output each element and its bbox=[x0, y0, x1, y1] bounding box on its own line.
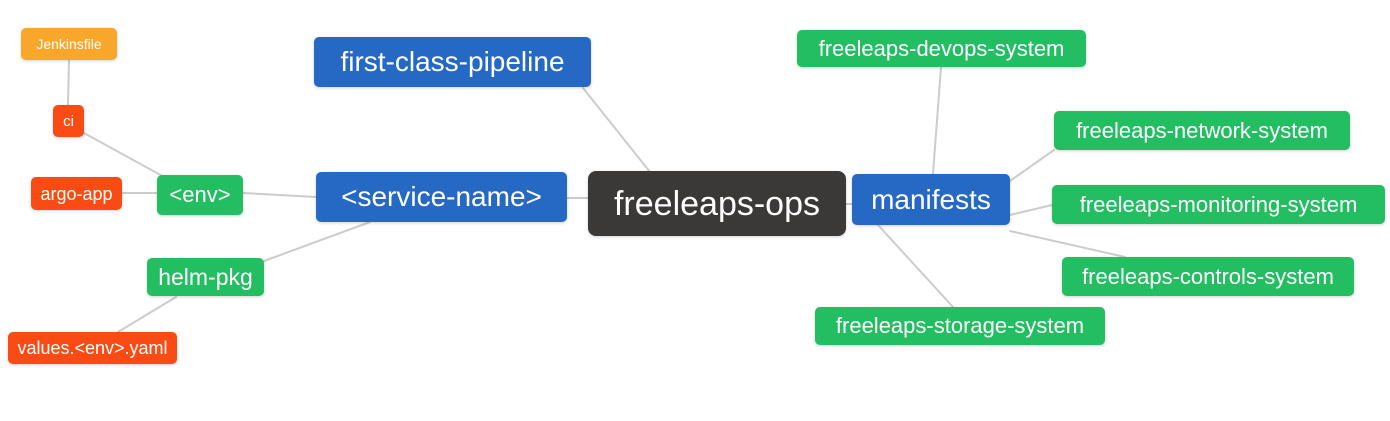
edge-manifests-network bbox=[1009, 149, 1055, 182]
node-helm-pkg[interactable]: helm-pkg bbox=[147, 258, 264, 296]
edge-jenkinsfile-ci bbox=[67, 59, 70, 106]
node-ci[interactable]: ci bbox=[53, 105, 84, 137]
edge-pipeline-ops bbox=[582, 87, 651, 173]
edge-manifests-controls bbox=[1009, 230, 1126, 258]
node-values-env-yaml[interactable]: values.<env>.yaml bbox=[8, 332, 177, 364]
node-env[interactable]: <env> bbox=[157, 175, 243, 215]
node-freeleaps-storage-system[interactable]: freeleaps-storage-system bbox=[815, 307, 1105, 345]
edge-manifests-storage bbox=[877, 224, 954, 308]
edge-helm-pkg-service-name bbox=[263, 221, 371, 262]
node-manifests[interactable]: manifests bbox=[852, 174, 1010, 225]
node-freeleaps-controls-system[interactable]: freeleaps-controls-system bbox=[1062, 257, 1354, 296]
node-freeleaps-devops-system[interactable]: freeleaps-devops-system bbox=[797, 30, 1086, 67]
node-argo-app[interactable]: argo-app bbox=[31, 177, 122, 210]
edge-manifests-monitoring bbox=[1009, 204, 1053, 216]
node-first-class-pipeline[interactable]: first-class-pipeline bbox=[314, 37, 591, 87]
edge-ci-env bbox=[83, 132, 167, 179]
node-freeleaps-ops-root[interactable]: freeleaps-ops bbox=[588, 171, 846, 236]
node-service-name[interactable]: <service-name> bbox=[316, 172, 567, 222]
node-freeleaps-monitoring-system[interactable]: freeleaps-monitoring-system bbox=[1052, 185, 1385, 224]
edge-env-service-name bbox=[242, 192, 317, 198]
node-freeleaps-network-system[interactable]: freeleaps-network-system bbox=[1054, 111, 1350, 150]
node-jenkinsfile[interactable]: Jenkinsfile bbox=[21, 28, 117, 60]
edge-manifests-devops bbox=[932, 66, 942, 175]
edge-values-helm-pkg bbox=[117, 296, 177, 333]
